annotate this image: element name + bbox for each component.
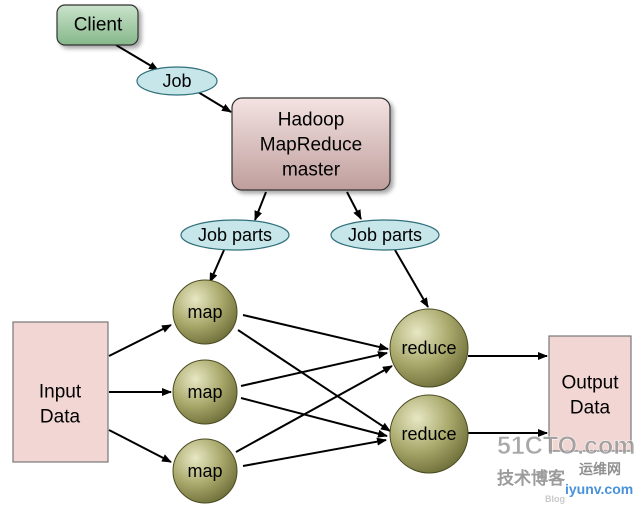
arrow-map-3-to-reduce-2	[242, 437, 387, 467]
watermark-caption: 技术博客	[497, 468, 566, 488]
map-label-3: map	[187, 461, 222, 481]
reduce-node-1: reduce	[389, 308, 469, 388]
watermark-tag: 运维网	[579, 461, 621, 477]
watermark: 51CTO.com 技术博客 运维网 iyunv.com Blog	[497, 432, 636, 504]
job-parts-left-node: Job parts	[180, 219, 290, 251]
arrow-job-to-master	[197, 91, 232, 113]
watermark-site: 51CTO.com	[497, 432, 635, 460]
arrow-client-to-job	[115, 44, 159, 71]
output-data-node: Output Data	[548, 335, 632, 452]
client-label: Client	[74, 15, 123, 36]
output-data-label-line-1: Output	[561, 373, 619, 394]
arrow-input-to-map-3	[108, 429, 172, 463]
reduce-node-2: reduce	[389, 394, 469, 474]
map-node-2: map	[172, 359, 238, 425]
input-data-label-line-2: Data	[40, 407, 81, 428]
job-label: Job	[162, 71, 191, 91]
map-label-2: map	[187, 382, 222, 402]
job-parts-right-label: Job parts	[348, 225, 422, 245]
arrow-map-2-to-reduce-1	[240, 351, 388, 387]
arrow-master-to-jobparts-left	[254, 191, 267, 221]
input-data-label-line-1: Input	[39, 382, 82, 403]
master-label-line-2: MapReduce	[260, 135, 362, 156]
arrow-map-3-to-reduce-1	[235, 365, 393, 453]
arrow-map-2-to-reduce-2	[240, 397, 388, 438]
map-node-3: map	[172, 438, 238, 504]
arrow-jobparts-left-to-map-1	[209, 249, 225, 283]
job-parts-right-node: Job parts	[330, 219, 440, 251]
watermark-faint-tag: Blog	[545, 494, 565, 504]
job-node: Job	[136, 66, 218, 96]
reduce-label-1: reduce	[401, 338, 456, 358]
arrow-jobparts-right-to-reduce-1	[394, 249, 429, 308]
master-label-line-3: master	[282, 160, 341, 181]
master-node: Hadoop MapReduce master	[231, 97, 391, 191]
watermark-domain: iyunv.com	[565, 481, 633, 497]
arrows	[108, 44, 548, 467]
master-label-line-1: Hadoop	[278, 110, 345, 131]
map-node-1: map	[172, 279, 238, 345]
map-label-1: map	[187, 302, 222, 322]
input-data-node: Input Data	[12, 321, 109, 463]
job-parts-left-label: Job parts	[198, 225, 272, 245]
arrow-master-to-jobparts-right	[346, 191, 362, 220]
reduce-label-2: reduce	[401, 424, 456, 444]
client-node: Client	[56, 4, 139, 46]
output-data-label-line-2: Data	[570, 398, 611, 419]
arrow-input-to-map-1	[108, 324, 172, 357]
arrow-map-1-to-reduce-1	[242, 314, 389, 351]
arrow-map-1-to-reduce-2	[237, 329, 391, 432]
